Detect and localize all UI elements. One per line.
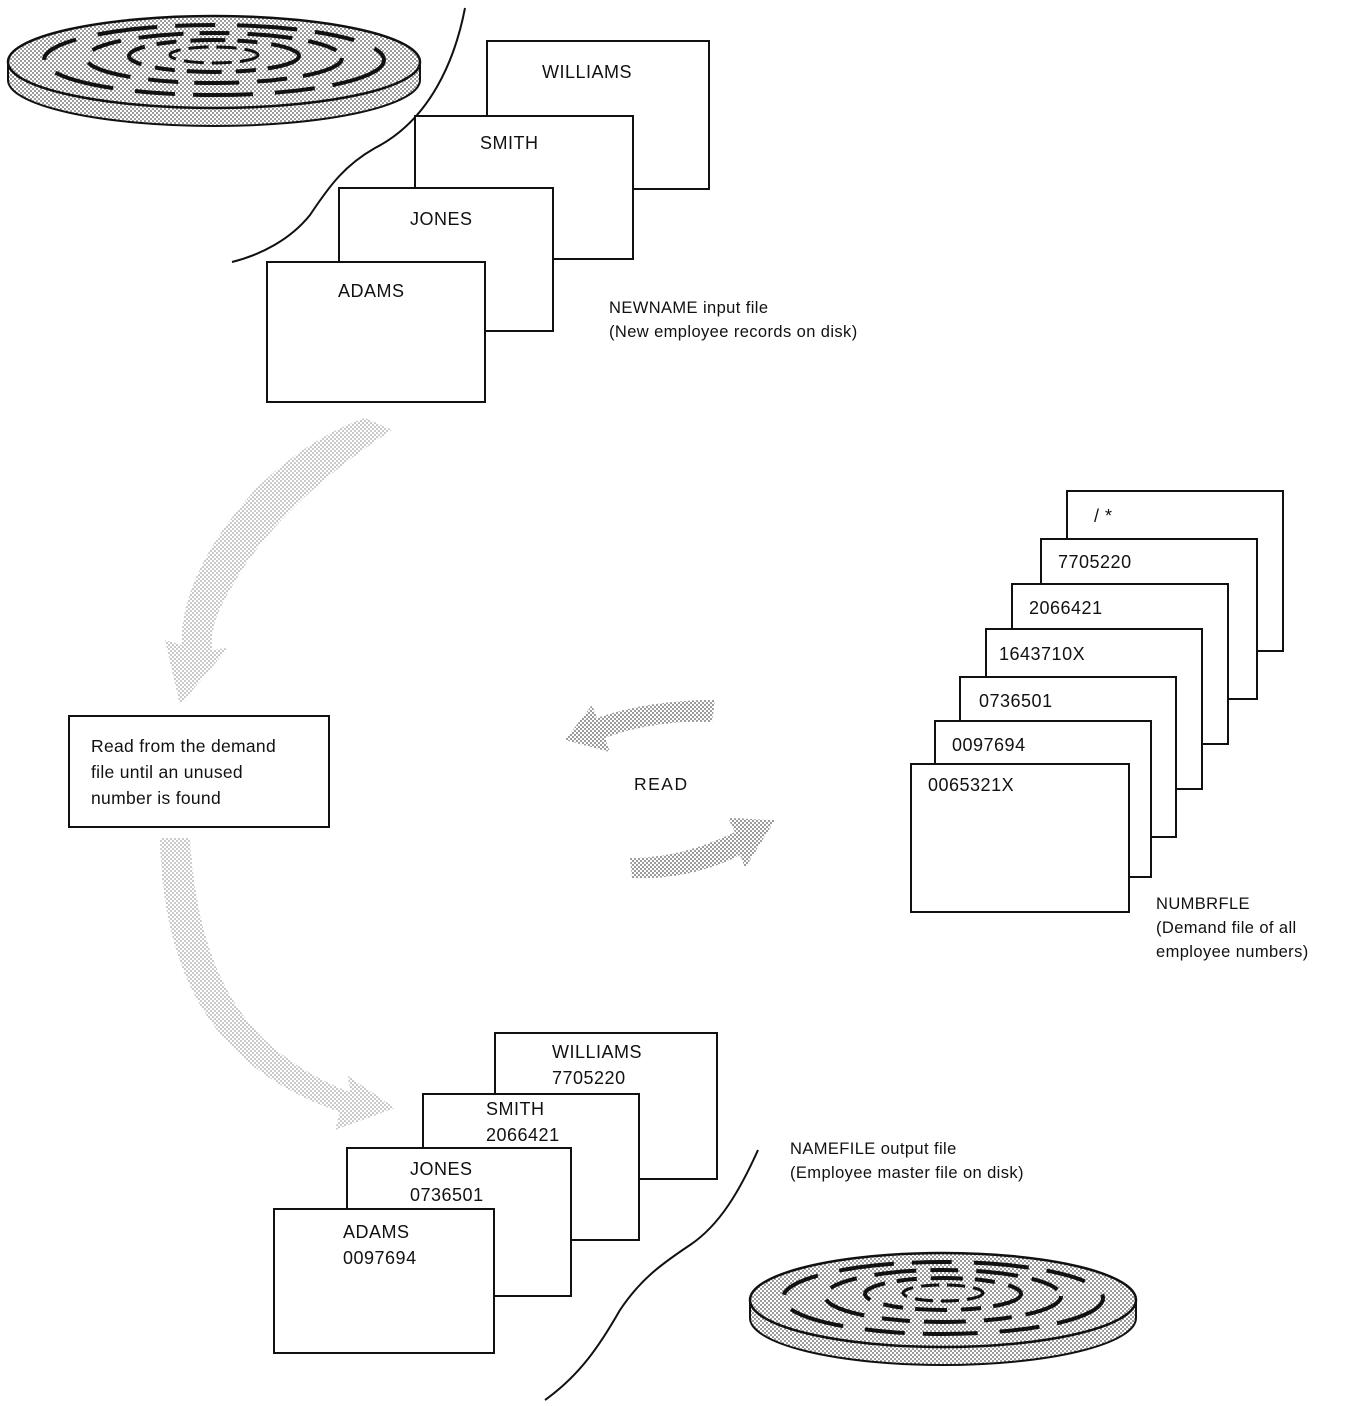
card-name: ADAMS — [338, 281, 405, 301]
card-number: / * — [1094, 506, 1113, 526]
card-name: JONES — [410, 1159, 473, 1179]
process-line: Read from the demand — [91, 736, 276, 756]
card-number: 0097694 — [952, 735, 1026, 755]
card-name: JONES — [410, 209, 473, 229]
card-name: SMITH — [486, 1099, 545, 1119]
namefile-label: NAMEFILE output file(Employee master fil… — [790, 1140, 1024, 1182]
process-line: number is found — [91, 788, 221, 808]
card-number: 0097694 — [343, 1248, 417, 1268]
break-line — [544, 1149, 759, 1401]
card-name: ADAMS — [343, 1222, 410, 1242]
disk-pack-icon — [6, 14, 422, 127]
numbrfle-card: 0065321X — [910, 763, 1130, 913]
card-number: 0736501 — [410, 1185, 484, 1205]
newname-label: NEWNAME input file(New employee records … — [609, 299, 858, 341]
process-box: Read from the demand file until an unuse… — [68, 715, 330, 828]
disk-pack-icon — [748, 1251, 1138, 1366]
newname-card: ADAMS — [266, 261, 486, 403]
read-arrow-upper — [565, 700, 715, 752]
card-number: 7705220 — [552, 1068, 626, 1088]
card-number: 0065321X — [928, 775, 1015, 795]
card-number: 1643710X — [999, 644, 1086, 664]
flow-arrow — [160, 838, 395, 1130]
break-line — [231, 7, 466, 263]
card-name: WILLIAMS — [552, 1042, 643, 1062]
namefile-card: ADAMS 0097694 — [273, 1208, 495, 1354]
card-number: 7705220 — [1058, 552, 1132, 572]
card-number: 0736501 — [979, 691, 1053, 711]
read-label: READ — [634, 774, 689, 794]
card-number: 2066421 — [1029, 598, 1103, 618]
flow-arrow — [165, 418, 392, 705]
process-line: file until an unused — [91, 762, 243, 782]
card-name: WILLIAMS — [542, 62, 633, 82]
read-arrow-lower — [630, 818, 775, 879]
card-number: 2066421 — [486, 1125, 560, 1145]
card-name: SMITH — [480, 133, 539, 153]
